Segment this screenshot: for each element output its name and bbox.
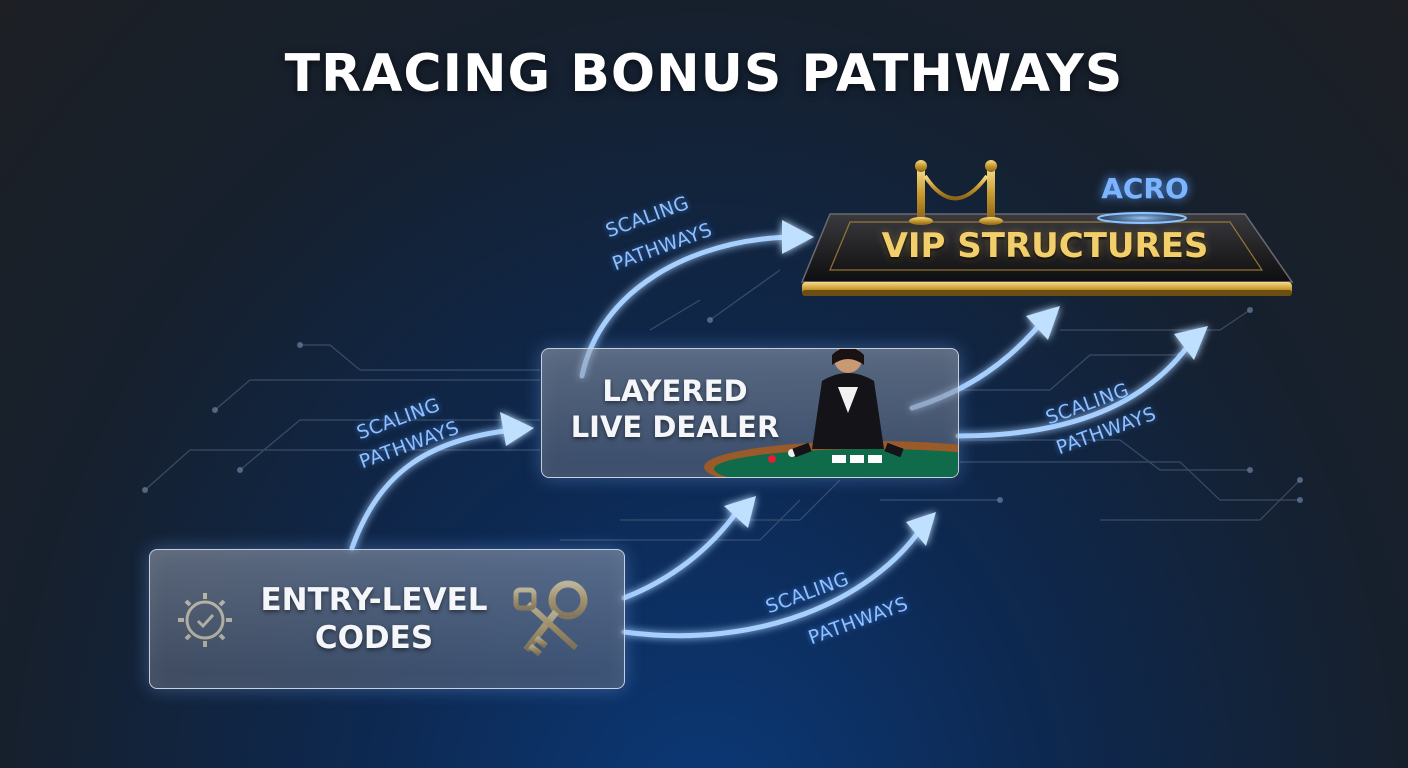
circuit-nodes — [142, 307, 1303, 503]
dealer-icon — [704, 349, 958, 477]
circuit-traces — [144, 269, 1301, 541]
vip-structures-label: VIP STRUCTURES — [881, 226, 1209, 266]
arrowhead-5 — [1026, 306, 1060, 340]
acro-badge: ACRO — [1101, 172, 1189, 205]
live-label-line1: LAYERED — [602, 374, 748, 408]
arrow-entry-to-right — [621, 527, 923, 639]
entry-level-codes-node — [149, 549, 625, 689]
live-label-line2: LIVE DEALER — [570, 410, 780, 444]
entry-label-line2: CODES — [314, 620, 434, 656]
arrow-heads — [500, 220, 1208, 546]
arrowhead-6 — [1174, 326, 1208, 360]
layered-live-dealer-node — [541, 348, 959, 478]
arrow-entry-to-live-2 — [621, 507, 741, 601]
acro-hologram-icon — [1090, 210, 1194, 226]
arrow-entry-to-live — [349, 427, 515, 551]
arrow-live-to-vip — [579, 234, 793, 379]
arrowhead-2 — [782, 220, 814, 254]
entry-label-line1: ENTRY-LEVEL — [260, 582, 488, 618]
arrowhead-3 — [724, 496, 756, 528]
velvet-rope-icon — [909, 160, 1003, 225]
arrow-live-to-right — [955, 343, 1191, 439]
arrowhead-4 — [906, 512, 936, 546]
page-title: TRACING BONUS PATHWAYS — [284, 44, 1124, 104]
arrowhead-1 — [500, 412, 534, 446]
